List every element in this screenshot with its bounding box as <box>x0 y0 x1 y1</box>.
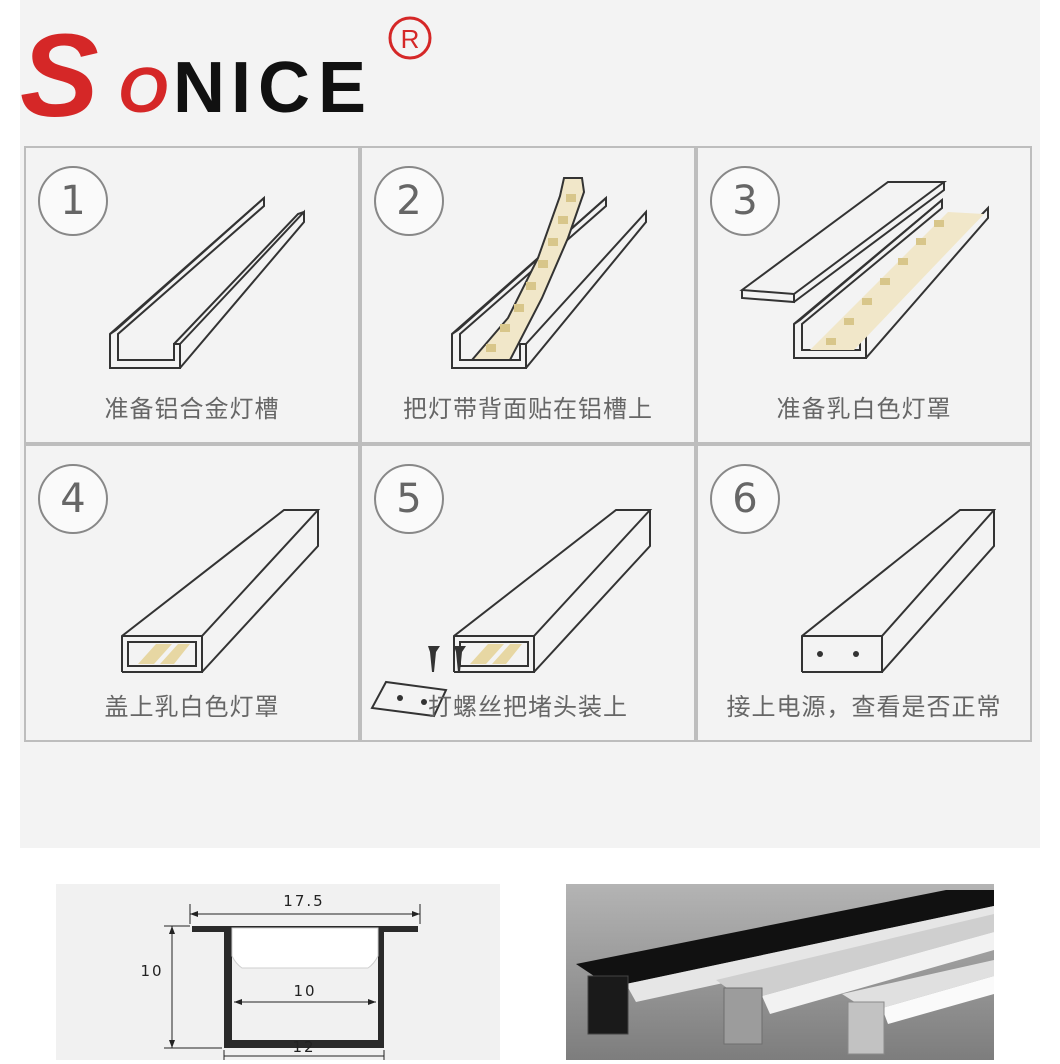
registered-mark-icon <box>388 16 432 60</box>
screw-icon <box>428 646 466 672</box>
step-1: 1 准备铝合金灯槽 <box>24 146 360 444</box>
instruction-panel <box>20 0 1040 848</box>
step-number: 1 <box>38 166 108 236</box>
registered-letter: R <box>401 24 420 54</box>
dim-top-width: 17.5 <box>283 892 324 910</box>
step-5: 5 打螺丝把堵头装上 <box>360 444 696 742</box>
step-6: 6 接上电源，查看是否正常 <box>696 444 1032 742</box>
step-number: 4 <box>38 464 108 534</box>
dim-bottom-width: 12 <box>292 1038 315 1056</box>
profile-cross-section-icon: 17.5 10 10 12 <box>140 892 421 1060</box>
step-caption: 盖上乳白色灯罩 <box>104 693 280 721</box>
step-grid: 1 准备铝合金灯槽 2 <box>24 146 1034 786</box>
aluminum-channel-icon <box>109 195 305 369</box>
step-caption: 打螺丝把堵头装上 <box>428 693 628 721</box>
step-caption: 把灯带背面贴在铝槽上 <box>403 395 653 423</box>
logo-letter-i: I <box>231 48 251 122</box>
step-number: 6 <box>710 464 780 534</box>
dim-inner-width: 10 <box>293 982 316 1000</box>
finished-profile-icon <box>801 509 997 673</box>
logo-letter-s: S <box>20 12 99 122</box>
logo-letter-e: E <box>318 48 366 122</box>
led-strip-into-channel-icon <box>451 177 647 369</box>
dimension-drawing: 17.5 10 10 12 <box>56 884 500 1060</box>
logo-letter-o: O <box>118 54 168 122</box>
step-number: 5 <box>374 464 444 534</box>
step-2: 2 把灯带背面贴在铝槽上 <box>360 146 696 444</box>
aluminum-profile-photo-icon <box>566 884 994 1060</box>
logo-letter-n: N <box>173 48 225 122</box>
step-3: 3 准备乳白色灯罩 <box>696 146 1032 444</box>
logo-letter-c: C <box>258 48 310 122</box>
step-4: 4 盖上乳白色灯罩 <box>24 444 360 742</box>
step-number: 2 <box>374 166 444 236</box>
step-number: 3 <box>710 166 780 236</box>
diffuser-cover-icon <box>739 181 989 359</box>
dim-height: 10 <box>140 962 163 980</box>
covered-channel-icon <box>121 509 321 673</box>
step-caption: 准备铝合金灯槽 <box>104 395 280 423</box>
sonice-logo: S O N I C E R <box>20 12 432 122</box>
end-cap-screws-icon <box>370 509 653 718</box>
step-caption: 准备乳白色灯罩 <box>776 395 952 423</box>
product-photo <box>566 884 994 1060</box>
step-caption: 接上电源，查看是否正常 <box>726 693 1002 721</box>
